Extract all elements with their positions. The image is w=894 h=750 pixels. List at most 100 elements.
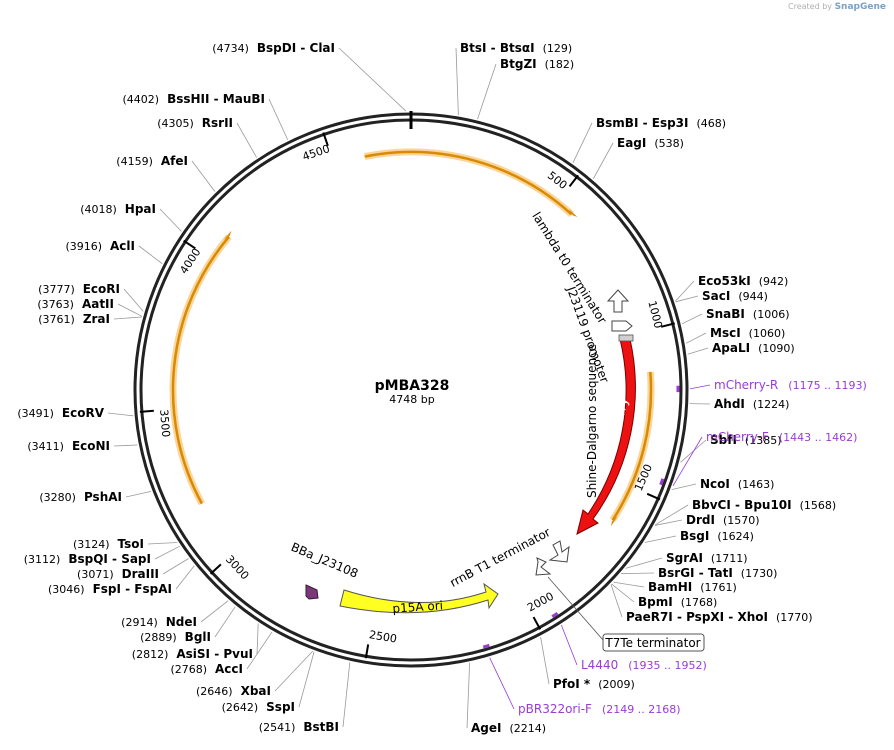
site-label-draiii[interactable]: (3071)DraIII <box>77 567 159 581</box>
site-label-eagi[interactable]: EagI(538) <box>617 136 684 150</box>
top-feature-arc[interactable] <box>364 150 573 216</box>
site-label-msci[interactable]: MscI(1060) <box>710 326 785 340</box>
site-name: DrdI <box>686 513 715 527</box>
site-label-acci[interactable]: (2768)AccI <box>170 662 243 676</box>
site-label-ncoi[interactable]: NcoI(1463) <box>700 477 774 491</box>
site-leader-aatii <box>117 303 143 317</box>
feature-arcs <box>169 148 655 527</box>
site-position: (1730) <box>741 567 778 580</box>
site-label-asisi-pvui[interactable]: (2812)AsiSI - PvuI <box>132 647 253 661</box>
site-label-bpmi[interactable]: BpmI(1768) <box>638 595 717 609</box>
site-leader-fspi-fspai <box>175 565 195 590</box>
site-position: (3777) <box>38 283 75 296</box>
rrnb-t1-terminator-glyph <box>548 540 570 563</box>
site-label-apali[interactable]: ApaLI(1090) <box>712 341 795 355</box>
primer-label-mcherry-f[interactable]: mCherry-F(1443 .. 1462) <box>706 430 857 444</box>
tick-mark-1000 <box>660 322 675 328</box>
site-label-tsoi[interactable]: (3124)TsoI <box>73 537 144 551</box>
site-leader-sgrai <box>625 557 663 569</box>
primer-mark-pbr322ori-f[interactable] <box>482 643 490 649</box>
t7te-terminator-label: T7Te terminator <box>604 636 700 650</box>
site-label-pshai[interactable]: (3280)PshAI <box>39 490 122 504</box>
site-label-hpai[interactable]: (4018)HpaI <box>80 202 156 216</box>
primer-mark-l4440[interactable] <box>551 611 559 618</box>
tick-mark-3000 <box>209 563 222 575</box>
lambda-t0-terminator-label: lambda t0 terminator <box>529 210 609 327</box>
shine-dalgarno-label: Shine-Dalgarno sequence <box>585 344 599 498</box>
site-label-fspi-fspai[interactable]: (3046)FspI - FspAI <box>48 582 172 596</box>
right-feature-arc[interactable] <box>611 371 653 521</box>
site-label-acli[interactable]: (3916)AclI <box>65 239 135 253</box>
mcherry-arrow[interactable] <box>576 338 636 535</box>
site-label-bsmbi-esp3i[interactable]: BsmBI - Esp3I(468) <box>596 116 726 130</box>
site-name: HpaI <box>125 202 156 216</box>
site-label-bsgi[interactable]: BsgI(1624) <box>680 529 754 543</box>
site-label-bsshii-maubi[interactable]: (4402)BssHII - MauBI <box>122 92 265 106</box>
site-label-snabi[interactable]: SnaBI(1006) <box>706 307 789 321</box>
site-label-bsrgi-tati[interactable]: BsrGI - TatI(1730) <box>658 566 777 580</box>
site-label-ahdi[interactable]: AhdI(1224) <box>714 397 789 411</box>
site-label-drdi[interactable]: DrdI (1570) <box>686 513 760 527</box>
site-label-btsi-bts-i[interactable]: BtsI - BtsαI(129) <box>460 41 572 55</box>
site-position: (1060) <box>749 327 786 340</box>
site-label-bgli[interactable]: (2889)BglI <box>140 630 211 644</box>
p15a-ori-arrow[interactable] <box>339 582 499 614</box>
site-label-bbvci-bpu10i[interactable]: BbvCI - Bpu10I(1568) <box>692 498 836 512</box>
site-label-bamhi[interactable]: BamHI (1761) <box>648 580 737 594</box>
site-leader-bsrgi-tati <box>621 572 655 575</box>
left-feature-arc[interactable] <box>171 235 230 505</box>
primer-label-l4440[interactable]: L4440(1935 .. 1952) <box>581 658 707 672</box>
site-label-xbai[interactable]: (2646)XbaI <box>196 684 271 698</box>
site-position: (942) <box>759 275 789 288</box>
site-position: (944) <box>738 290 768 303</box>
site-label-agei[interactable]: AgeI(2214) <box>471 721 546 735</box>
site-label-ndei[interactable]: (2914)NdeI <box>121 615 197 629</box>
site-position: (1570) <box>723 514 760 527</box>
site-position: (3916) <box>65 240 102 253</box>
site-label-sgrai[interactable]: SgrAI(1711) <box>666 551 747 565</box>
watermark-prefix: Created by <box>788 2 833 11</box>
site-name: SbfI <box>710 433 737 447</box>
site-leader-bsshii-maubi <box>268 98 289 140</box>
primer-mark-mcherry-f[interactable] <box>659 478 665 486</box>
site-leader-apali <box>687 347 709 355</box>
site-label-sspi[interactable]: (2642)SspI <box>222 700 295 714</box>
site-label-bstbi[interactable]: (2541)BstBI <box>259 720 339 734</box>
site-leader-rsrii <box>236 122 257 158</box>
site-label-aatii[interactable]: (3763)AatII <box>37 297 114 311</box>
site-position: (2009) <box>598 678 635 691</box>
primer-label-mcherry-r[interactable]: mCherry-R(1175 .. 1193) <box>714 378 867 392</box>
site-label-ecorv[interactable]: (3491)EcoRV <box>17 406 104 420</box>
site-name: FspI - FspAI <box>93 582 172 596</box>
site-label-paer7i-pspxi-xhoi[interactable]: PaeR7I - PspXI - XhoI(1770) <box>626 610 813 624</box>
bba-j23108-label: BBa_J23108 <box>289 540 360 581</box>
site-leader-bspdi-clai <box>338 47 407 112</box>
site-position: (1568) <box>800 499 837 512</box>
primer-label-pbr322ori-f[interactable]: pBR322ori-F(2149 .. 2168) <box>518 702 681 716</box>
site-name: SnaBI <box>706 307 745 321</box>
primer-position: (1443 .. 1462) <box>779 431 858 444</box>
site-name: AhdI <box>714 397 745 411</box>
site-label-saci[interactable]: SacI(944) <box>702 289 768 303</box>
site-name: PaeR7I - PspXI - XhoI <box>626 610 768 624</box>
site-label-eco53ki[interactable]: Eco53kI(942) <box>698 274 788 288</box>
top-feature-arc-head <box>568 208 578 217</box>
site-label-ecori[interactable]: (3777) EcoRI <box>38 282 120 296</box>
site-position: (468) <box>696 117 726 130</box>
site-label-econi[interactable]: (3411)EcoNI <box>27 439 110 453</box>
site-label-pfoi[interactable]: PfoI *(2009) <box>553 677 635 691</box>
site-name: EcoRI <box>83 282 120 296</box>
site-label-btgzi[interactable]: BtgZI(182) <box>500 57 574 71</box>
site-label-bspqi-sapi[interactable]: (3112)BspQI - SapI <box>24 552 151 566</box>
site-label-afei[interactable]: (4159)AfeI <box>116 154 188 168</box>
site-label-sbfi[interactable]: SbfI(1385) <box>710 433 782 447</box>
site-name: BamHI <box>648 580 692 594</box>
site-name: BtsI - BtsαI <box>460 41 535 55</box>
site-leader-sspi <box>298 651 315 708</box>
site-label-rsrii[interactable]: (4305)RsrII <box>157 116 233 130</box>
site-label-bspdi-clai[interactable]: (4734)BspDI - ClaI <box>212 41 335 55</box>
site-leader-bamhi <box>613 581 645 588</box>
site-position: (1761) <box>700 581 737 594</box>
site-leader-bbvci-bpu10i <box>655 504 689 526</box>
site-label-zrai[interactable]: (3761)ZraI <box>38 312 110 326</box>
